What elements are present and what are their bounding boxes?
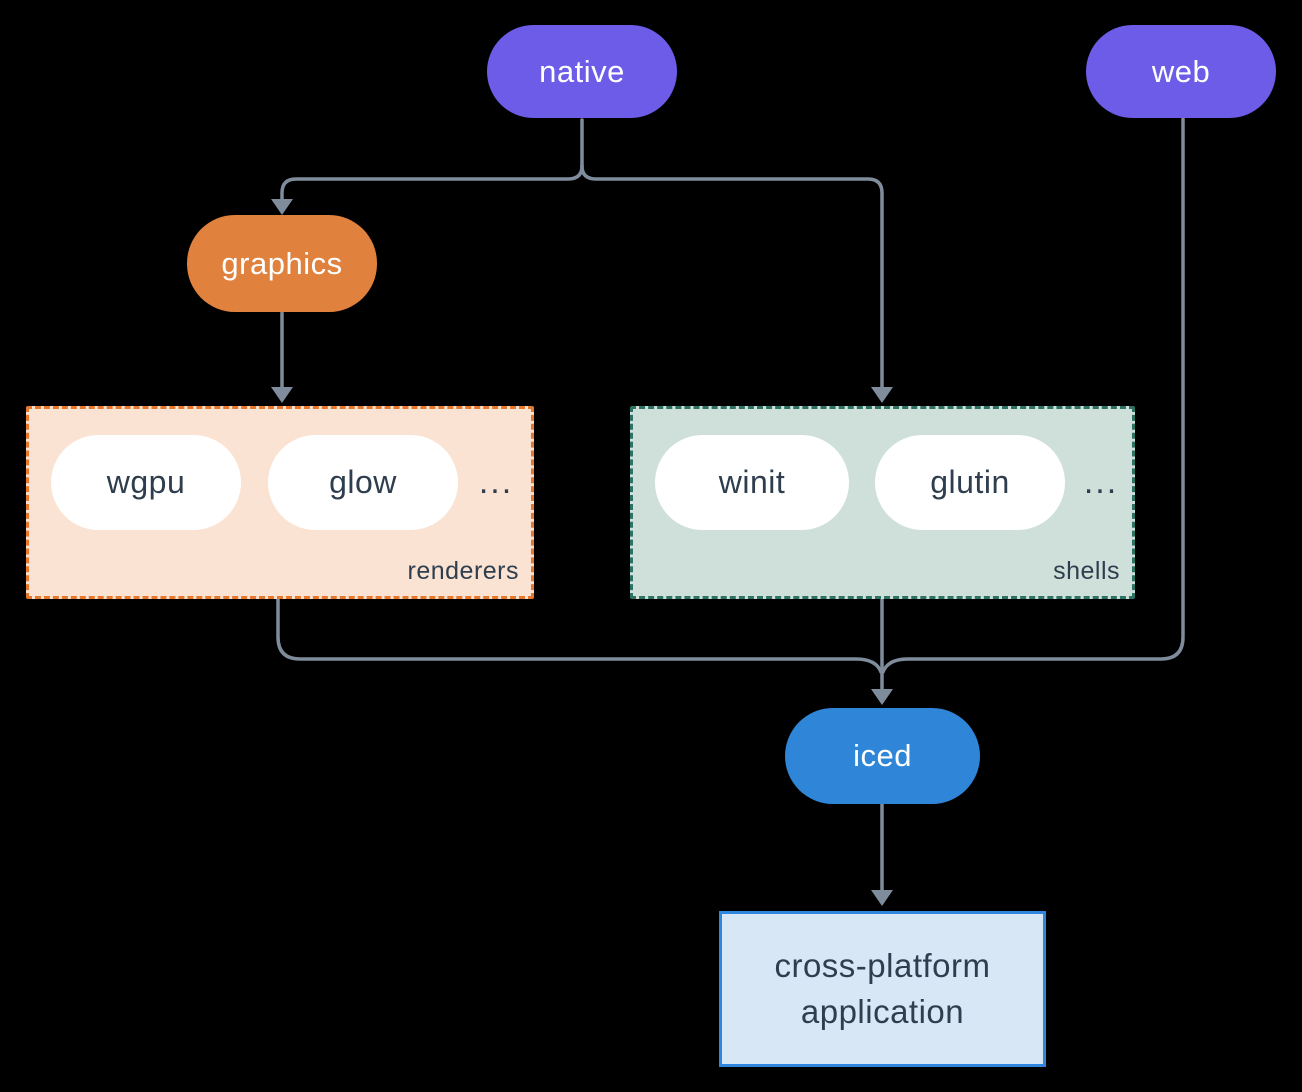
group-renderers: wgpu glow ... renderers <box>26 406 534 599</box>
shells-ellipsis: ... <box>1083 463 1119 501</box>
node-cross-platform-application: cross-platform application <box>719 911 1046 1067</box>
node-iced: iced <box>785 708 980 804</box>
node-glow: glow <box>268 435 458 530</box>
node-native: native <box>487 25 677 118</box>
renderers-ellipsis: ... <box>478 463 514 501</box>
node-winit: winit <box>655 435 849 530</box>
node-glutin: glutin <box>875 435 1065 530</box>
group-shells: winit glutin ... shells <box>630 406 1135 599</box>
group-label-renderers: renderers <box>407 557 519 585</box>
app-box-line2: application <box>800 993 965 1030</box>
node-graphics: graphics <box>187 215 377 312</box>
node-web: web <box>1086 25 1276 118</box>
group-label-shells: shells <box>1053 557 1120 585</box>
app-box-line1: cross-platform <box>774 947 991 984</box>
node-wgpu: wgpu <box>51 435 241 530</box>
